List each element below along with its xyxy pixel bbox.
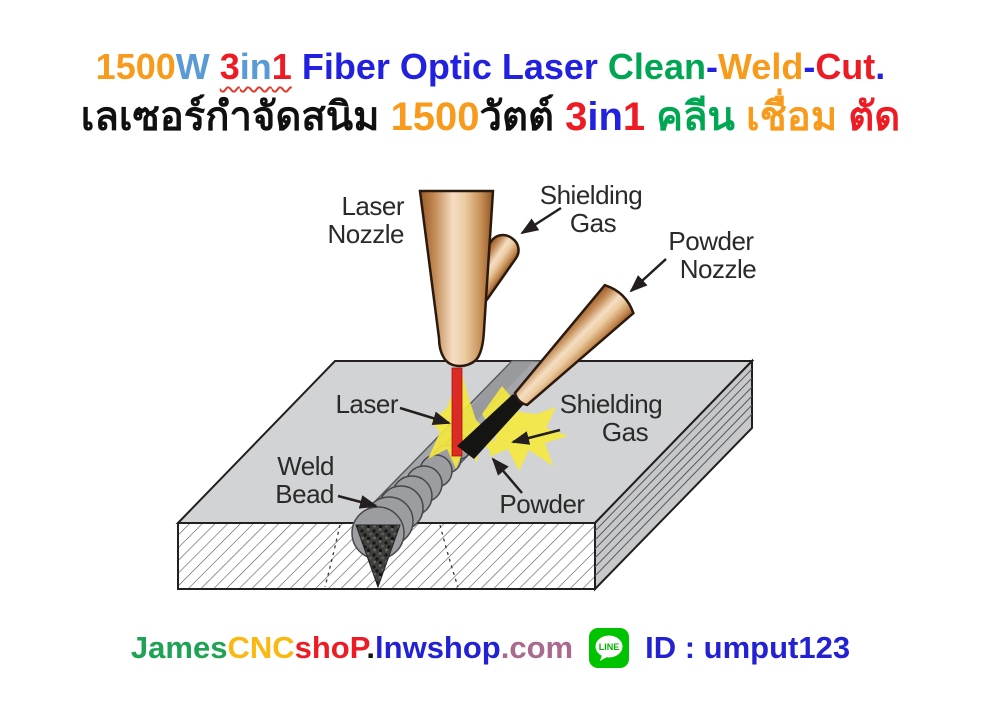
powder-nozzle-shape <box>513 283 635 407</box>
footer-site-text: JamesCNCshoP.lnwshop.com <box>131 630 573 666</box>
footer-seg: James <box>130 630 228 665</box>
title-seg: Clean <box>607 46 706 87</box>
title-seg: เลเซอร์กำจัดสนิม <box>80 95 391 139</box>
title-block: 1500W 3in1 Fiber Optic Laser Clean-Weld-… <box>0 44 981 144</box>
laser-nozzle-shape <box>418 189 495 368</box>
title-seg: วัตต์ <box>479 95 566 139</box>
title-seg: 3 <box>565 95 588 139</box>
title-line-1: 1500W 3in1 Fiber Optic Laser Clean-Weld-… <box>0 44 981 90</box>
powder-arrow <box>491 457 523 494</box>
haz-dashed-right <box>439 524 459 588</box>
footer-seg: .com <box>500 630 574 665</box>
laser-beam-shape <box>451 367 463 457</box>
title-seg <box>210 46 220 87</box>
title-seg: Cut <box>815 46 876 87</box>
title-seg: - <box>705 46 718 87</box>
shielding-gas-top-label-2: Gas <box>570 208 617 238</box>
laser-weld-diagram: Laser Nozzle Shielding Gas Powder Nozzle… <box>175 180 757 592</box>
footer: JamesCNCshoP.lnwshop.com LINE ID : umput… <box>0 628 981 668</box>
title-line-2: เลเซอร์กำจัดสนิม 1500วัตต์ 3in1 คลีน เชื… <box>0 90 981 144</box>
laser-nozzle-label-1: Laser <box>341 191 404 221</box>
title-seg: 1500 <box>390 95 480 139</box>
shielding-gas-side-arrow <box>511 428 561 445</box>
title-seg: 3 <box>219 46 240 87</box>
weld-penetration-v <box>355 524 401 589</box>
powder-nozzle-label-1: Powder <box>668 226 754 256</box>
powder-nozzle-arrow <box>629 258 667 293</box>
footer-seg: CNC <box>227 630 295 665</box>
shielding-gas-top-label-1: Shielding <box>540 180 642 210</box>
title-seg: Weld <box>717 46 804 87</box>
title-seg: 1500 <box>95 46 176 87</box>
title-seg: in <box>239 46 272 87</box>
footer-seg: shoP <box>294 630 367 665</box>
laser-arrow <box>399 406 451 426</box>
title-seg: Fiber Optic Laser <box>291 46 608 87</box>
weld-bead-label-2: Bead <box>275 479 334 509</box>
footer-line-id: ID : umput123 <box>645 630 851 665</box>
shielding-gas-top-arrow <box>520 206 562 235</box>
weld-bead-label-1: Weld <box>277 451 334 481</box>
title-3in1-wavy: 3in1 <box>220 46 292 87</box>
title-seg: . <box>875 46 886 87</box>
title-seg: W <box>175 46 210 87</box>
title-seg: in <box>587 95 623 139</box>
footer-seg: . <box>366 630 376 665</box>
plate-right-face <box>594 358 753 592</box>
line-app-icon: LINE <box>589 628 630 668</box>
weld-bead-arrow <box>337 494 378 509</box>
title-seg: - <box>803 46 816 87</box>
shielding-gas-side-label-1: Shielding <box>560 389 662 419</box>
powder-label: Powder <box>499 489 585 519</box>
title-seg: 1 <box>622 95 646 139</box>
title-seg: ตัด <box>837 95 901 139</box>
laser-nozzle-label-2: Nozzle <box>328 219 405 249</box>
title-seg: เชื่อม <box>734 95 838 139</box>
haz-dashed-left <box>324 524 341 588</box>
title-seg: 1 <box>271 46 292 87</box>
shielding-gas-side-label-2: Gas <box>602 417 649 447</box>
diagram-labels: Laser Nozzle Shielding Gas Powder Nozzle… <box>275 180 757 519</box>
powder-stream-shape <box>457 394 524 459</box>
footer-seg: lnwshop <box>375 630 501 665</box>
laser-label: Laser <box>335 389 398 419</box>
svg-text:LINE: LINE <box>599 642 620 652</box>
glow-left-shape <box>428 369 497 469</box>
title-seg: คลีน <box>645 95 735 139</box>
powder-nozzle-label-2: Nozzle <box>680 254 757 284</box>
